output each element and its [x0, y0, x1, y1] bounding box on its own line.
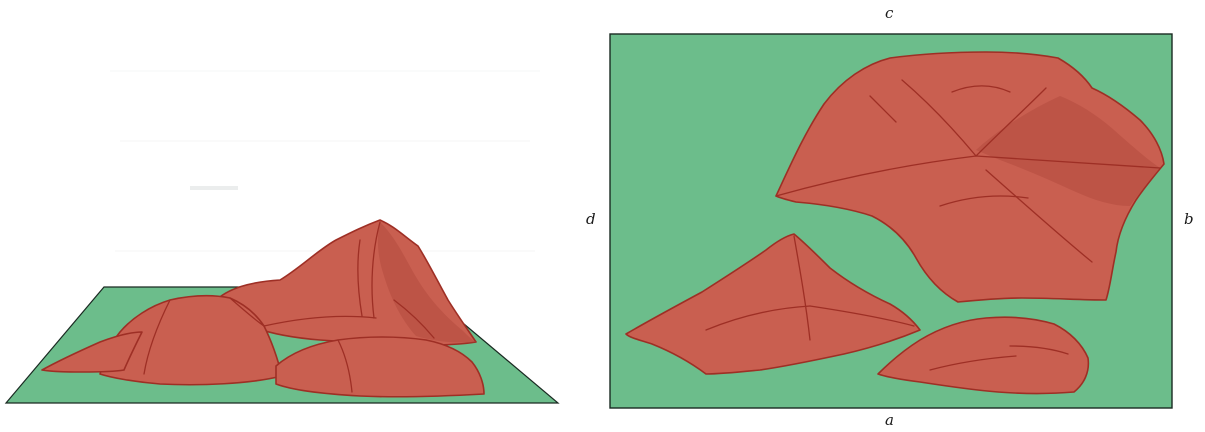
scan-artifacts	[110, 70, 540, 252]
edge-label-left: d	[586, 212, 596, 227]
edge-label-top: c	[885, 6, 893, 21]
edge-label-right: b	[1184, 212, 1194, 227]
scan-artifact-mark	[190, 186, 238, 190]
scan-artifact-line	[110, 70, 540, 72]
scan-artifact-line	[120, 140, 530, 142]
top-view	[610, 34, 1172, 408]
perspective-view	[6, 220, 558, 403]
edge-label-bottom: a	[885, 413, 894, 428]
